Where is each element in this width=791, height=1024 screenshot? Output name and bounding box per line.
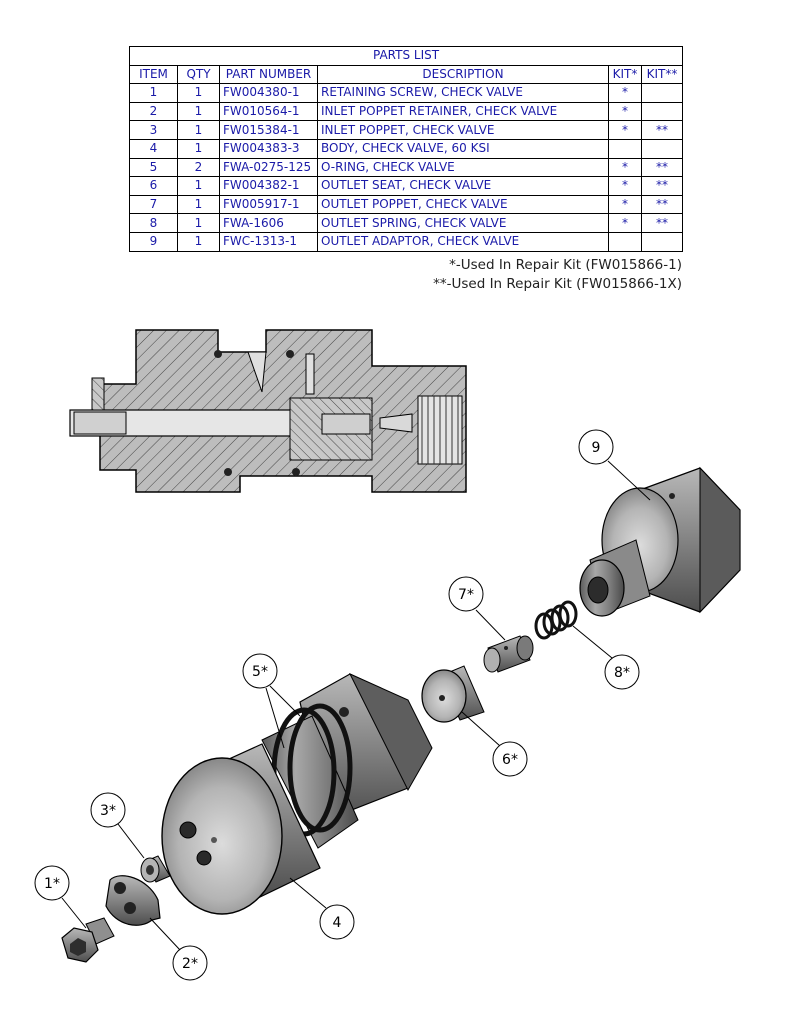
leader-7 bbox=[475, 609, 506, 641]
callout-4-label: 4 bbox=[333, 915, 342, 931]
outlet-poppet-part bbox=[483, 635, 534, 673]
weep-hole bbox=[305, 353, 315, 395]
parts-list-header-row: ITEM QTY PART NUMBER DESCRIPTION KIT* KI… bbox=[129, 64, 684, 85]
callout-5 bbox=[242, 653, 278, 689]
leader-8 bbox=[572, 625, 613, 659]
outlet-spring-section bbox=[379, 413, 413, 433]
cell-part-number: FWA-0275-125 bbox=[219, 157, 318, 178]
leader-6 bbox=[461, 711, 501, 747]
kit2-note: **-Used In Repair Kit (FW015866-1X) bbox=[433, 276, 682, 292]
callout-1 bbox=[34, 865, 70, 901]
callout-3-label: 3* bbox=[100, 803, 116, 819]
retaining-screw-part bbox=[61, 917, 115, 963]
poppet-retainer-section bbox=[91, 377, 105, 411]
oring-dot-4 bbox=[286, 350, 294, 358]
callout-2 bbox=[172, 945, 208, 981]
cell-description: INLET POPPET, CHECK VALVE bbox=[317, 120, 609, 140]
callout-7 bbox=[448, 576, 484, 612]
leader-2 bbox=[149, 917, 181, 951]
leader-3 bbox=[117, 823, 145, 859]
cell-part-number: FWC-1313-1 bbox=[219, 231, 318, 252]
callout-9 bbox=[578, 429, 614, 465]
kit1-note: *-Used In Repair Kit (FW015866-1) bbox=[449, 257, 682, 273]
callout-5-label: 5* bbox=[252, 664, 268, 680]
retaining-screw-section bbox=[73, 411, 127, 435]
callout-9-label: 9 bbox=[592, 440, 601, 456]
parts-list-table: PARTS LIST ITEM QTY PART NUMBER DESCRIPT… bbox=[128, 46, 684, 252]
callout-6-label: 6* bbox=[502, 752, 518, 768]
cell-kit2 bbox=[640, 231, 684, 252]
leader-9 bbox=[607, 460, 651, 501]
leader-5b bbox=[265, 687, 285, 749]
oring-dot-2 bbox=[292, 468, 300, 476]
callouts: 9 7* 8* 6* 5* 4 3* 2* 1* bbox=[34, 429, 651, 981]
outlet-poppet-section bbox=[321, 413, 371, 435]
outlet-adaptor-part bbox=[579, 466, 741, 617]
angled-port bbox=[247, 351, 267, 393]
cell-kit2: ** bbox=[640, 176, 684, 196]
inlet-poppet-retainer-part bbox=[105, 875, 161, 926]
cell-part-number: FWA-1606 bbox=[219, 213, 318, 233]
cell-description: OUTLET SEAT, CHECK VALVE bbox=[317, 176, 609, 196]
cross-section-view bbox=[69, 329, 467, 493]
header-kit1: KIT* bbox=[608, 64, 642, 85]
leader-5a bbox=[269, 685, 301, 717]
inlet-poppet-part bbox=[140, 855, 171, 883]
callout-8 bbox=[604, 654, 640, 690]
callout-3 bbox=[90, 792, 126, 828]
cell-description: INLET POPPET RETAINER, CHECK VALVE bbox=[317, 101, 609, 122]
oring-dot-1 bbox=[224, 468, 232, 476]
cell-part-number: FW005917-1 bbox=[219, 194, 318, 215]
leader-1 bbox=[61, 897, 87, 929]
cell-description: OUTLET SPRING, CHECK VALVE bbox=[317, 213, 609, 233]
callout-7-label: 7* bbox=[458, 587, 474, 603]
callout-6 bbox=[492, 741, 528, 777]
outlet-seat-part bbox=[421, 665, 485, 723]
thread-lines bbox=[421, 396, 459, 464]
repair-kit-notes: *-Used In Repair Kit (FW015866-1) **-Use… bbox=[433, 256, 682, 294]
body-part bbox=[161, 672, 433, 915]
callout-4 bbox=[319, 904, 355, 940]
oring-2 bbox=[287, 703, 353, 833]
oring-dot-3 bbox=[214, 350, 222, 358]
cell-part-number: FW004380-1 bbox=[219, 83, 318, 103]
header-description: DESCRIPTION bbox=[317, 64, 609, 85]
cell-description: OUTLET ADAPTOR, CHECK VALVE bbox=[317, 231, 609, 252]
cell-description: O-RING, CHECK VALVE bbox=[317, 157, 609, 178]
leader-4 bbox=[289, 877, 327, 909]
outlet-spring-part bbox=[534, 600, 578, 640]
cell-part-number: FW010564-1 bbox=[219, 101, 318, 122]
callout-8-label: 8* bbox=[614, 665, 630, 681]
callout-2-label: 2* bbox=[182, 956, 198, 972]
callout-1-label: 1* bbox=[44, 876, 60, 892]
